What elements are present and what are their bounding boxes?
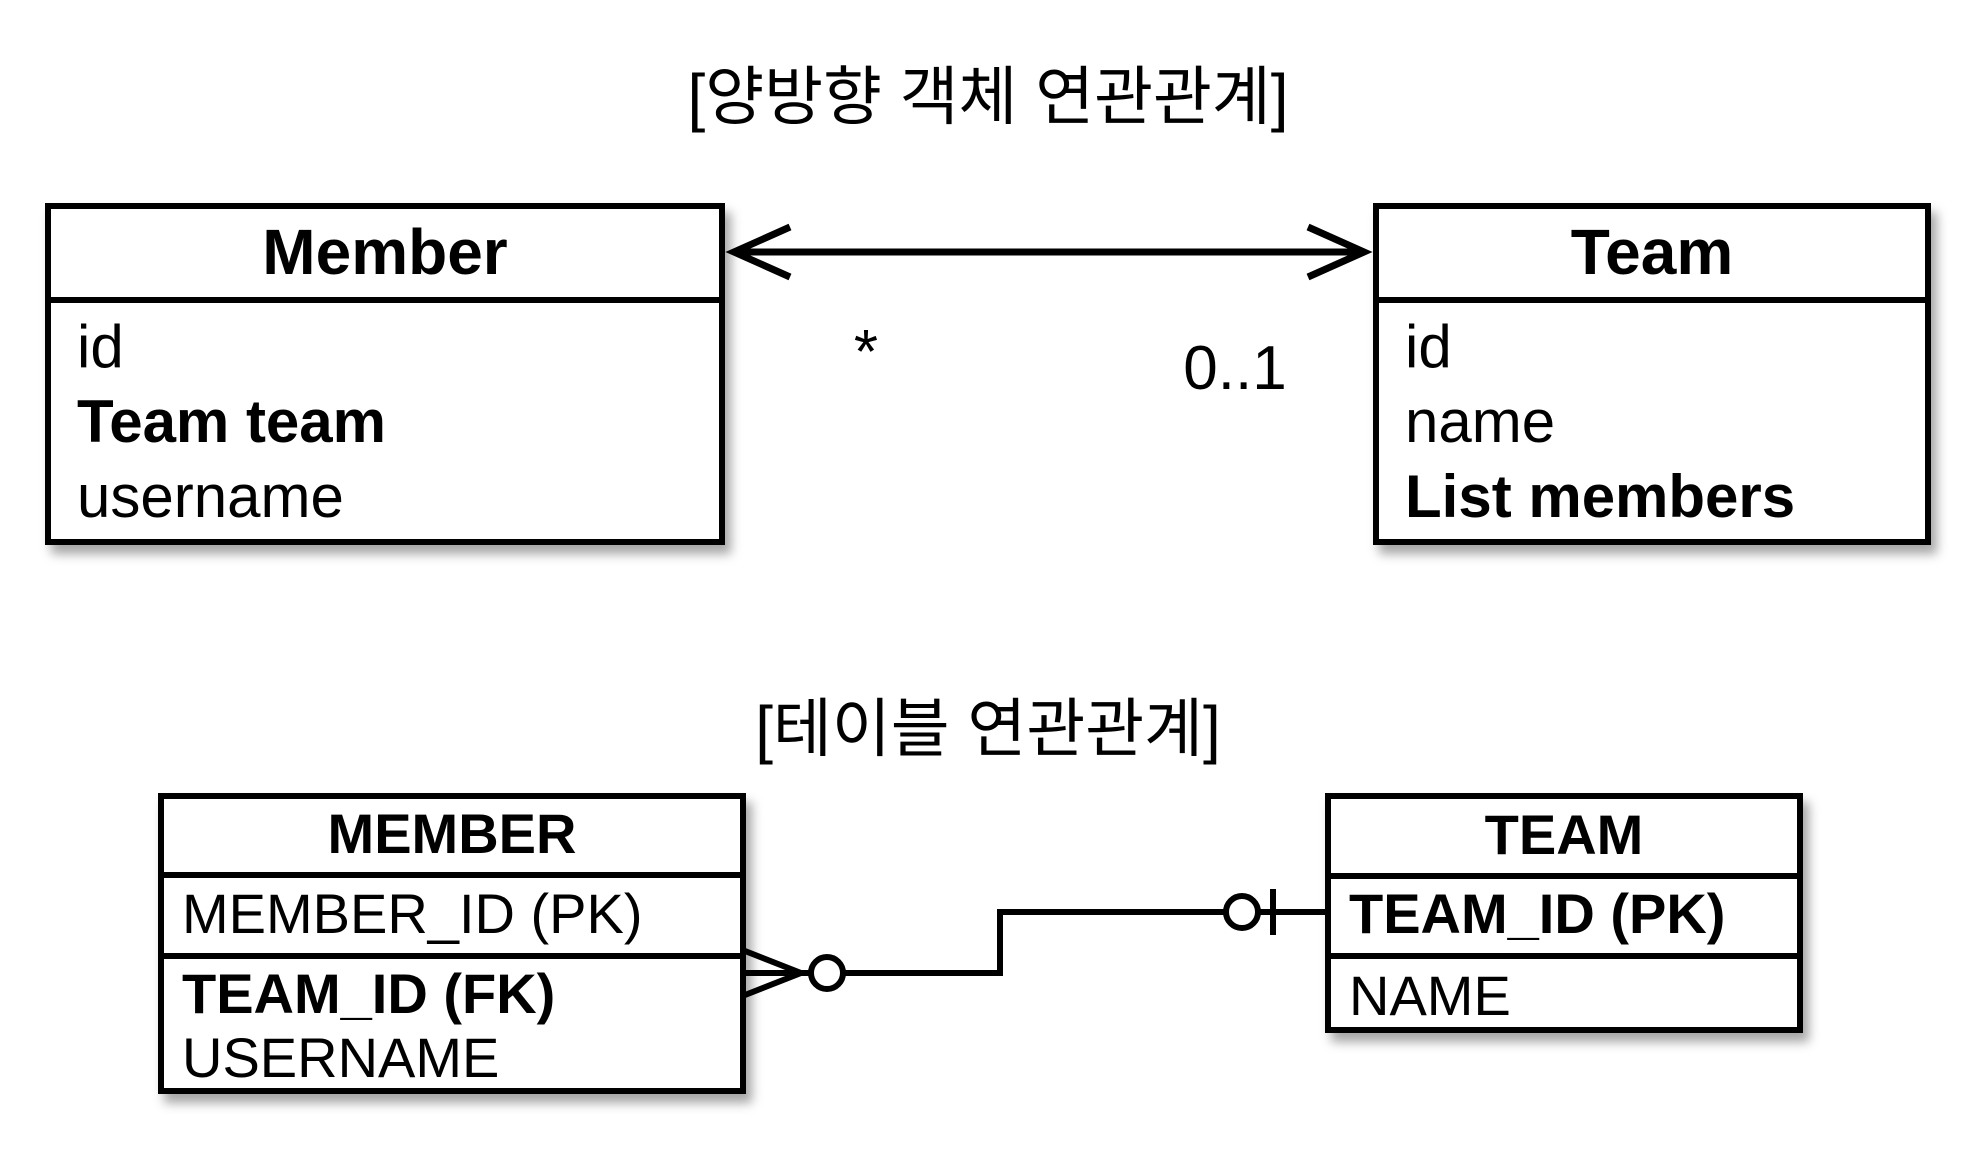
team-field-name: name (1405, 388, 1556, 455)
table-association-title: [테이블 연관관계] (755, 693, 1221, 765)
member-class-title: Member (51, 209, 719, 303)
member-multiplicity-label: * (853, 318, 879, 387)
member-table-fk-row: TEAM_ID (FK) (182, 962, 556, 1025)
member-table-field-rows: TEAM_ID (FK) USERNAME (164, 959, 740, 1090)
object-association-title: [양방향 객체 연관관계] (687, 61, 1289, 133)
member-field-id: id (77, 313, 124, 380)
team-field-id: id (1405, 313, 1452, 380)
member-table-box: MEMBER MEMBER_ID (PK) TEAM_ID (FK) USERN… (158, 793, 746, 1094)
team-class-fields: id name List members (1379, 303, 1925, 534)
crow-foot-upper-prong-icon (743, 948, 803, 976)
crow-foot-lower-prong-icon (743, 970, 803, 998)
right-arrowhead-icon (1306, 223, 1373, 281)
member-field-team: Team team (77, 388, 387, 455)
member-table-username-row: USERNAME (182, 1026, 500, 1089)
team-table-box: TEAM TEAM_ID (PK) NAME (1325, 793, 1803, 1033)
left-arrowhead-icon (725, 223, 792, 281)
member-field-username: username (77, 463, 344, 530)
team-table-pk-row: TEAM_ID (PK) (1331, 879, 1797, 959)
member-table-pk-row: MEMBER_ID (PK) (164, 878, 740, 959)
team-class-title: Team (1379, 209, 1925, 303)
relationship-path (745, 909, 1325, 976)
team-field-members: List members (1405, 463, 1796, 530)
member-class-box: Member id Team team username (45, 203, 725, 545)
member-table-title: MEMBER (164, 799, 740, 878)
member-class-fields: id Team team username (51, 303, 719, 534)
zero-circle-team-icon (1223, 893, 1261, 931)
er-relationship-line (743, 889, 1325, 998)
team-table-title: TEAM (1331, 799, 1797, 879)
team-table-name-row: NAME (1349, 964, 1511, 1027)
bidirectional-arrow (725, 223, 1373, 281)
team-class-box: Team id name List members (1373, 203, 1931, 545)
team-multiplicity-label: 0..1 (1183, 334, 1287, 403)
zero-circle-member-icon (808, 954, 846, 992)
